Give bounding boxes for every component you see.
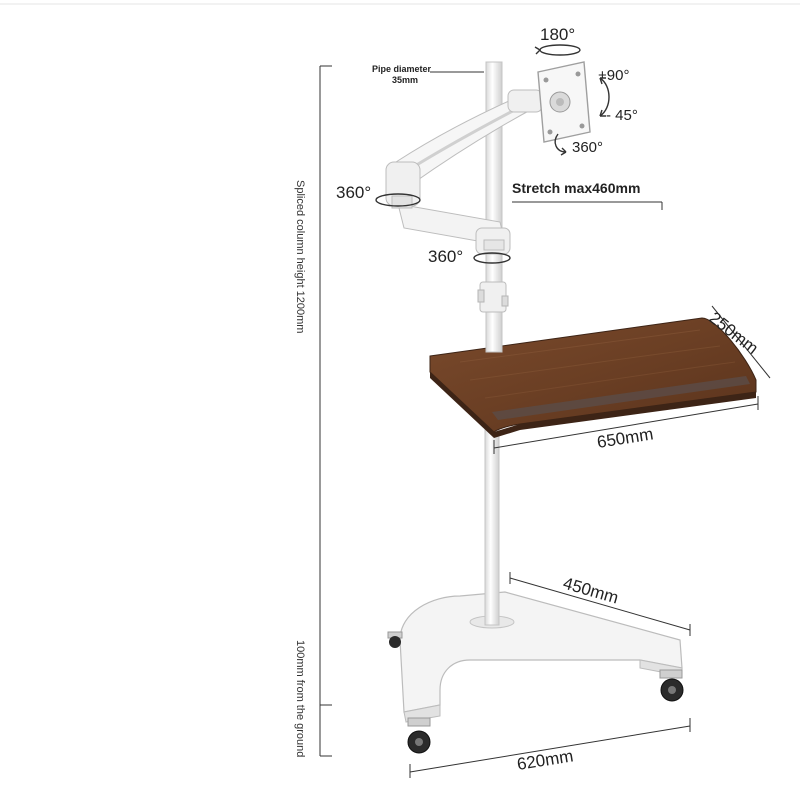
- rotate-top-label: 180°: [540, 25, 575, 44]
- pipe-diameter-label: Pipe diameter: [372, 64, 432, 74]
- rotate-indicator-monitor: [554, 133, 567, 156]
- tray-depth-dimension: [711, 305, 771, 379]
- rotate-monitor-label: 360°: [572, 139, 603, 156]
- upper-pole: [485, 61, 503, 353]
- caster-back: [387, 631, 403, 648]
- rotate-arm-upper-label: 360°: [336, 183, 371, 202]
- tray-width-label: 650mm: [596, 424, 655, 452]
- v-base: [399, 591, 683, 723]
- column-height-dimension: [319, 65, 332, 757]
- lower-arm: [397, 203, 511, 255]
- lower-pole: [484, 419, 500, 626]
- ground-clearance-label: 100mm from the ground: [294, 640, 306, 757]
- caster-right: [659, 669, 684, 702]
- rotate-indicator-top: [534, 44, 581, 56]
- base-width-dimension: [409, 718, 691, 778]
- tilt-down-label: - 45°: [606, 107, 638, 124]
- gas-spring-arm: [385, 89, 543, 209]
- tray-width-dimension: [493, 396, 759, 454]
- caster-left-front: [407, 717, 431, 754]
- base-depth-dimension: [509, 572, 691, 636]
- rotate-arm-lower-label: 360°: [428, 247, 463, 266]
- base-depth-label: 450mm: [561, 574, 621, 608]
- stretch-label: Stretch max460mm: [512, 180, 640, 196]
- column-height-label: Spliced column height 1200mm: [294, 180, 306, 333]
- stretch-dimension: [512, 201, 663, 210]
- tilt-up-label: +90°: [598, 67, 629, 84]
- base-width-label: 620mm: [516, 746, 575, 774]
- wooden-tray: [429, 317, 757, 438]
- rotate-indicator-arm-lower: [473, 252, 511, 264]
- tilt-indicator: [599, 77, 610, 117]
- pipe-diameter-value: 35mm: [392, 75, 418, 85]
- rotate-indicator-arm-upper: [375, 193, 421, 207]
- vesa-mount: [537, 61, 591, 143]
